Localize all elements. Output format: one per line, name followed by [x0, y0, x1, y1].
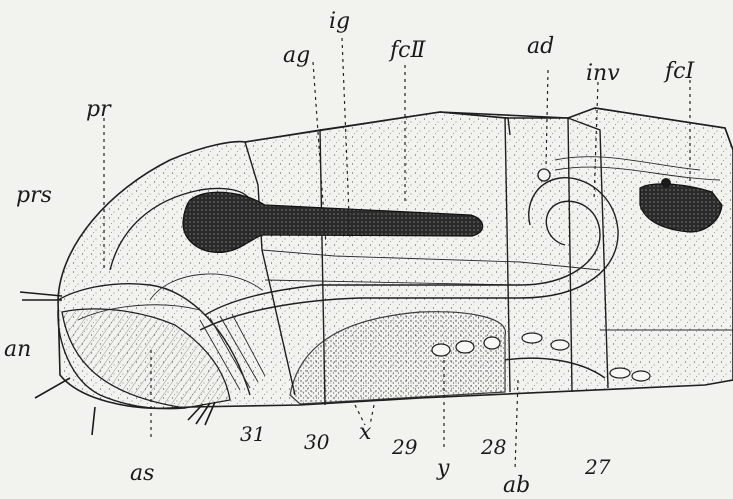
label-y: y [436, 456, 450, 481]
label-as: as [130, 461, 154, 486]
segment-number-27: 27 [584, 455, 611, 479]
label-an: an [4, 337, 31, 362]
segment-number-29: 29 [391, 435, 418, 459]
label-fc1: fcI [663, 59, 695, 84]
label-fc2: fcⅡ [388, 38, 426, 63]
label-inv: inv [586, 61, 620, 86]
label-pr: pr [86, 97, 112, 122]
label-ig: ig [329, 9, 350, 34]
segment-number-30: 30 [304, 430, 330, 454]
segment-number-31: 31 [240, 422, 265, 446]
segment-number-28: 28 [480, 435, 506, 459]
label-ag: ag [283, 43, 310, 68]
label-ad: ad [527, 34, 554, 59]
fc1-dot [661, 178, 671, 188]
label-x: x [359, 420, 372, 445]
ad-organ [538, 169, 550, 181]
label-ab: ab [503, 473, 530, 498]
label-prs: prs [16, 183, 52, 208]
